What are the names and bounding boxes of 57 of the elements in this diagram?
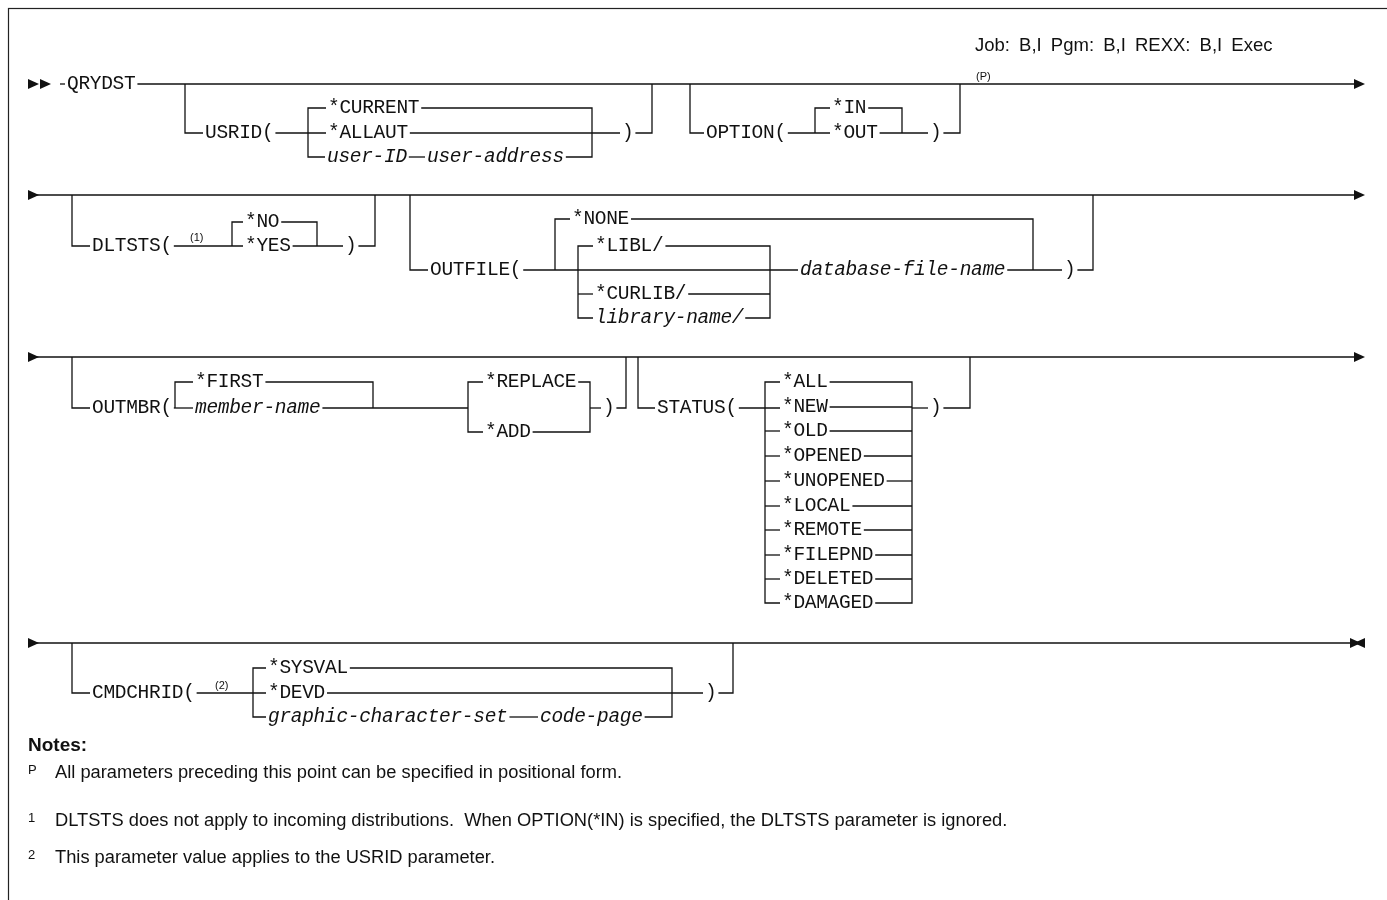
note-mark: P — [28, 762, 37, 778]
syntax-keyword: *SYSVAL — [268, 656, 348, 680]
syntax-keyword: USRID( — [205, 121, 274, 145]
syntax-keyword: ) — [930, 396, 942, 420]
syntax-keyword: *ALLAUT — [328, 121, 408, 145]
syntax-keyword: *OPENED — [782, 444, 862, 468]
syntax-keyword: ) — [345, 234, 357, 258]
syntax-keyword: *OLD — [782, 419, 828, 443]
syntax-keyword: STATUS( — [657, 396, 737, 420]
syntax-keyword: QRYDST — [67, 72, 136, 96]
note-text: This parameter value applies to the USRID parameter. — [55, 846, 495, 868]
syntax-keyword: *OUT — [832, 121, 878, 145]
syntax-keyword: DLTSTS( — [92, 234, 172, 258]
syntax-keyword: *DAMAGED — [782, 591, 874, 615]
syntax-keyword: *REMOTE — [782, 518, 862, 542]
syntax-keyword: *ALL — [782, 370, 828, 394]
syntax-keyword: OUTFILE( — [430, 258, 522, 282]
syntax-keyword: *CURLIB/ — [595, 282, 687, 306]
syntax-keyword: *LOCAL — [782, 494, 851, 518]
syntax-keyword: ) — [1064, 258, 1076, 282]
syntax-keyword: *NONE — [572, 207, 629, 231]
syntax-keyword: *DEVD — [268, 681, 325, 705]
syntax-keyword: *REPLACE — [485, 370, 577, 394]
notes-heading: Notes: — [28, 734, 88, 756]
environment-note: Job: B,I Pgm: B,I REXX: B,I Exec — [975, 34, 1273, 56]
syntax-variable: code-page — [540, 705, 643, 729]
syntax-keyword: ) — [622, 121, 634, 145]
syntax-keyword: *ADD — [485, 420, 531, 444]
syntax-keyword: ) — [603, 396, 615, 420]
note-reference: (2) — [215, 678, 229, 692]
syntax-keyword: *YES — [245, 234, 291, 258]
syntax-variable: graphic-character-set — [268, 705, 508, 729]
syntax-keyword: *NO — [245, 210, 280, 234]
syntax-keyword: OPTION( — [706, 121, 786, 145]
syntax-keyword: OUTMBR( — [92, 396, 172, 420]
syntax-keyword: CMDCHRID( — [92, 681, 195, 705]
syntax-keyword: *IN — [832, 96, 867, 120]
syntax-variable: user-ID — [327, 145, 407, 169]
syntax-keyword: *LIBL/ — [595, 234, 664, 258]
syntax-variable: user-address — [427, 145, 564, 169]
note-reference: (P) — [976, 69, 991, 83]
syntax-variable: member-name — [195, 396, 321, 420]
syntax-keyword: *CURRENT — [328, 96, 420, 120]
syntax-variable: database-file-name — [800, 258, 1006, 282]
syntax-keyword: *FIRST — [195, 370, 264, 394]
syntax-keyword: ) — [930, 121, 942, 145]
note-mark: 2 — [28, 847, 36, 863]
note-text: All parameters preceding this point can be specified in positional form. — [55, 761, 623, 783]
note-mark: 1 — [28, 810, 36, 826]
syntax-variable: library-name/ — [595, 306, 744, 330]
note-text: DLTSTS does not apply to incoming distributions. When OPTION(*IN) is specified, the DLTSTS parameter is ignored. — [55, 809, 1008, 831]
syntax-keyword: ) — [705, 681, 717, 705]
syntax-keyword: *DELETED — [782, 567, 874, 591]
syntax-keyword: *UNOPENED — [782, 469, 885, 493]
syntax-keyword: *NEW — [782, 395, 828, 419]
note-reference: (1) — [190, 230, 204, 244]
syntax-keyword: *FILEPND — [782, 543, 874, 567]
